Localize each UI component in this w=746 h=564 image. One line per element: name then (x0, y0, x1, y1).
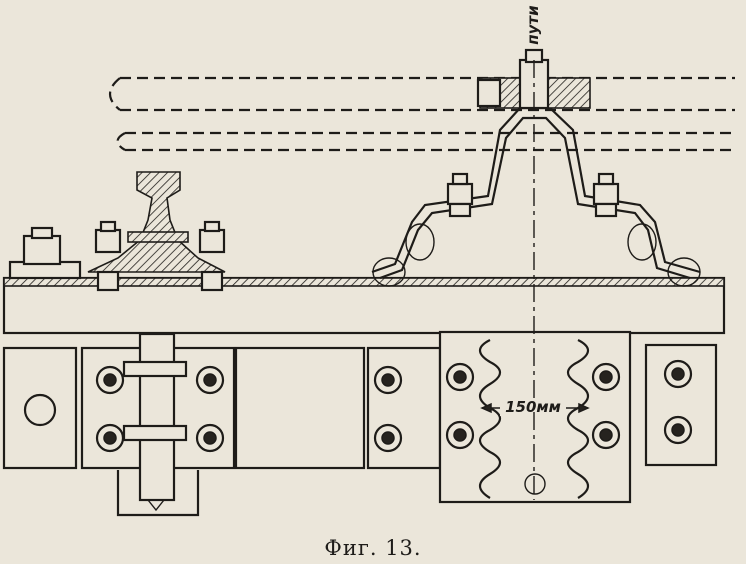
dashed-track-outline (108, 76, 735, 152)
hat-bracket (371, 48, 701, 287)
technical-drawing: ось пути (2, 5, 735, 517)
rail-bolt-right (198, 220, 226, 292)
expansion-gap: 150мм (478, 339, 590, 499)
left-end-bolt (8, 226, 82, 280)
figure-caption: Фиг. 13. (324, 536, 422, 560)
dimension-label: 150мм (505, 398, 561, 416)
main-beam (2, 276, 726, 335)
rail-bolt-left (94, 220, 122, 292)
lower-bolts (95, 359, 693, 495)
bracket-bolt-right (592, 172, 620, 218)
rail-assembly (87, 171, 226, 292)
vertical-bar (116, 332, 200, 517)
lower-plates (2, 330, 718, 504)
bracket-bolt-left (446, 172, 474, 218)
